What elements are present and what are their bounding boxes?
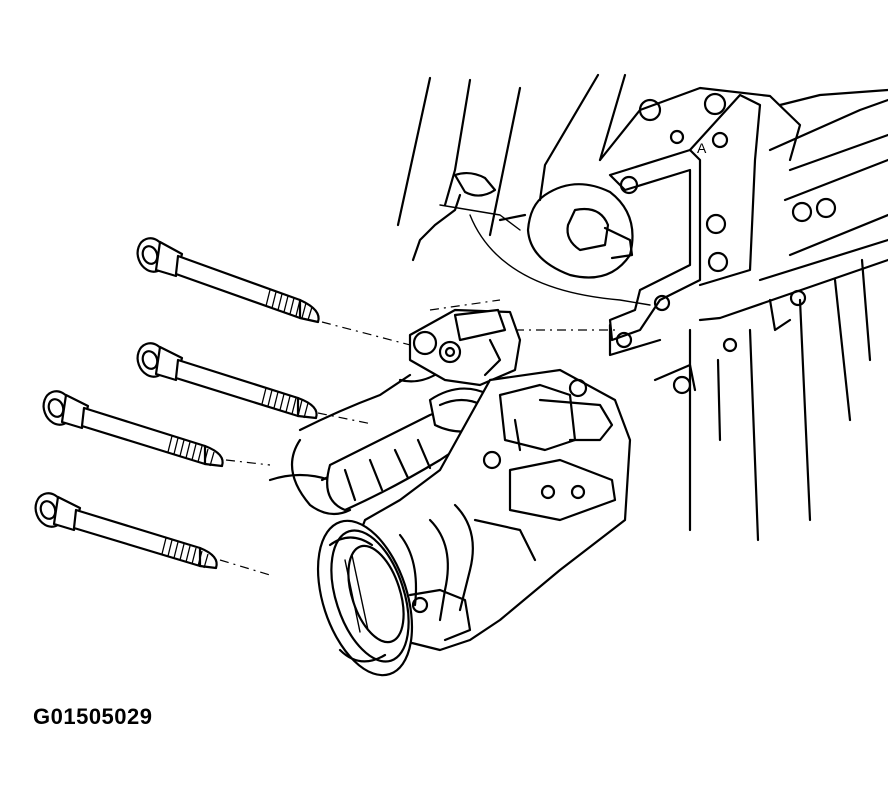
bolt-center-lines	[219, 299, 618, 576]
bolt-3	[42, 390, 224, 468]
svg-text:A: A	[697, 140, 707, 156]
bolt-1	[136, 237, 320, 324]
ac-compressor	[268, 308, 632, 677]
figure-code-label: G01505029	[33, 704, 153, 729]
engine-block: A	[396, 73, 888, 542]
bolt-4	[34, 492, 218, 570]
bolt-2	[136, 342, 318, 420]
